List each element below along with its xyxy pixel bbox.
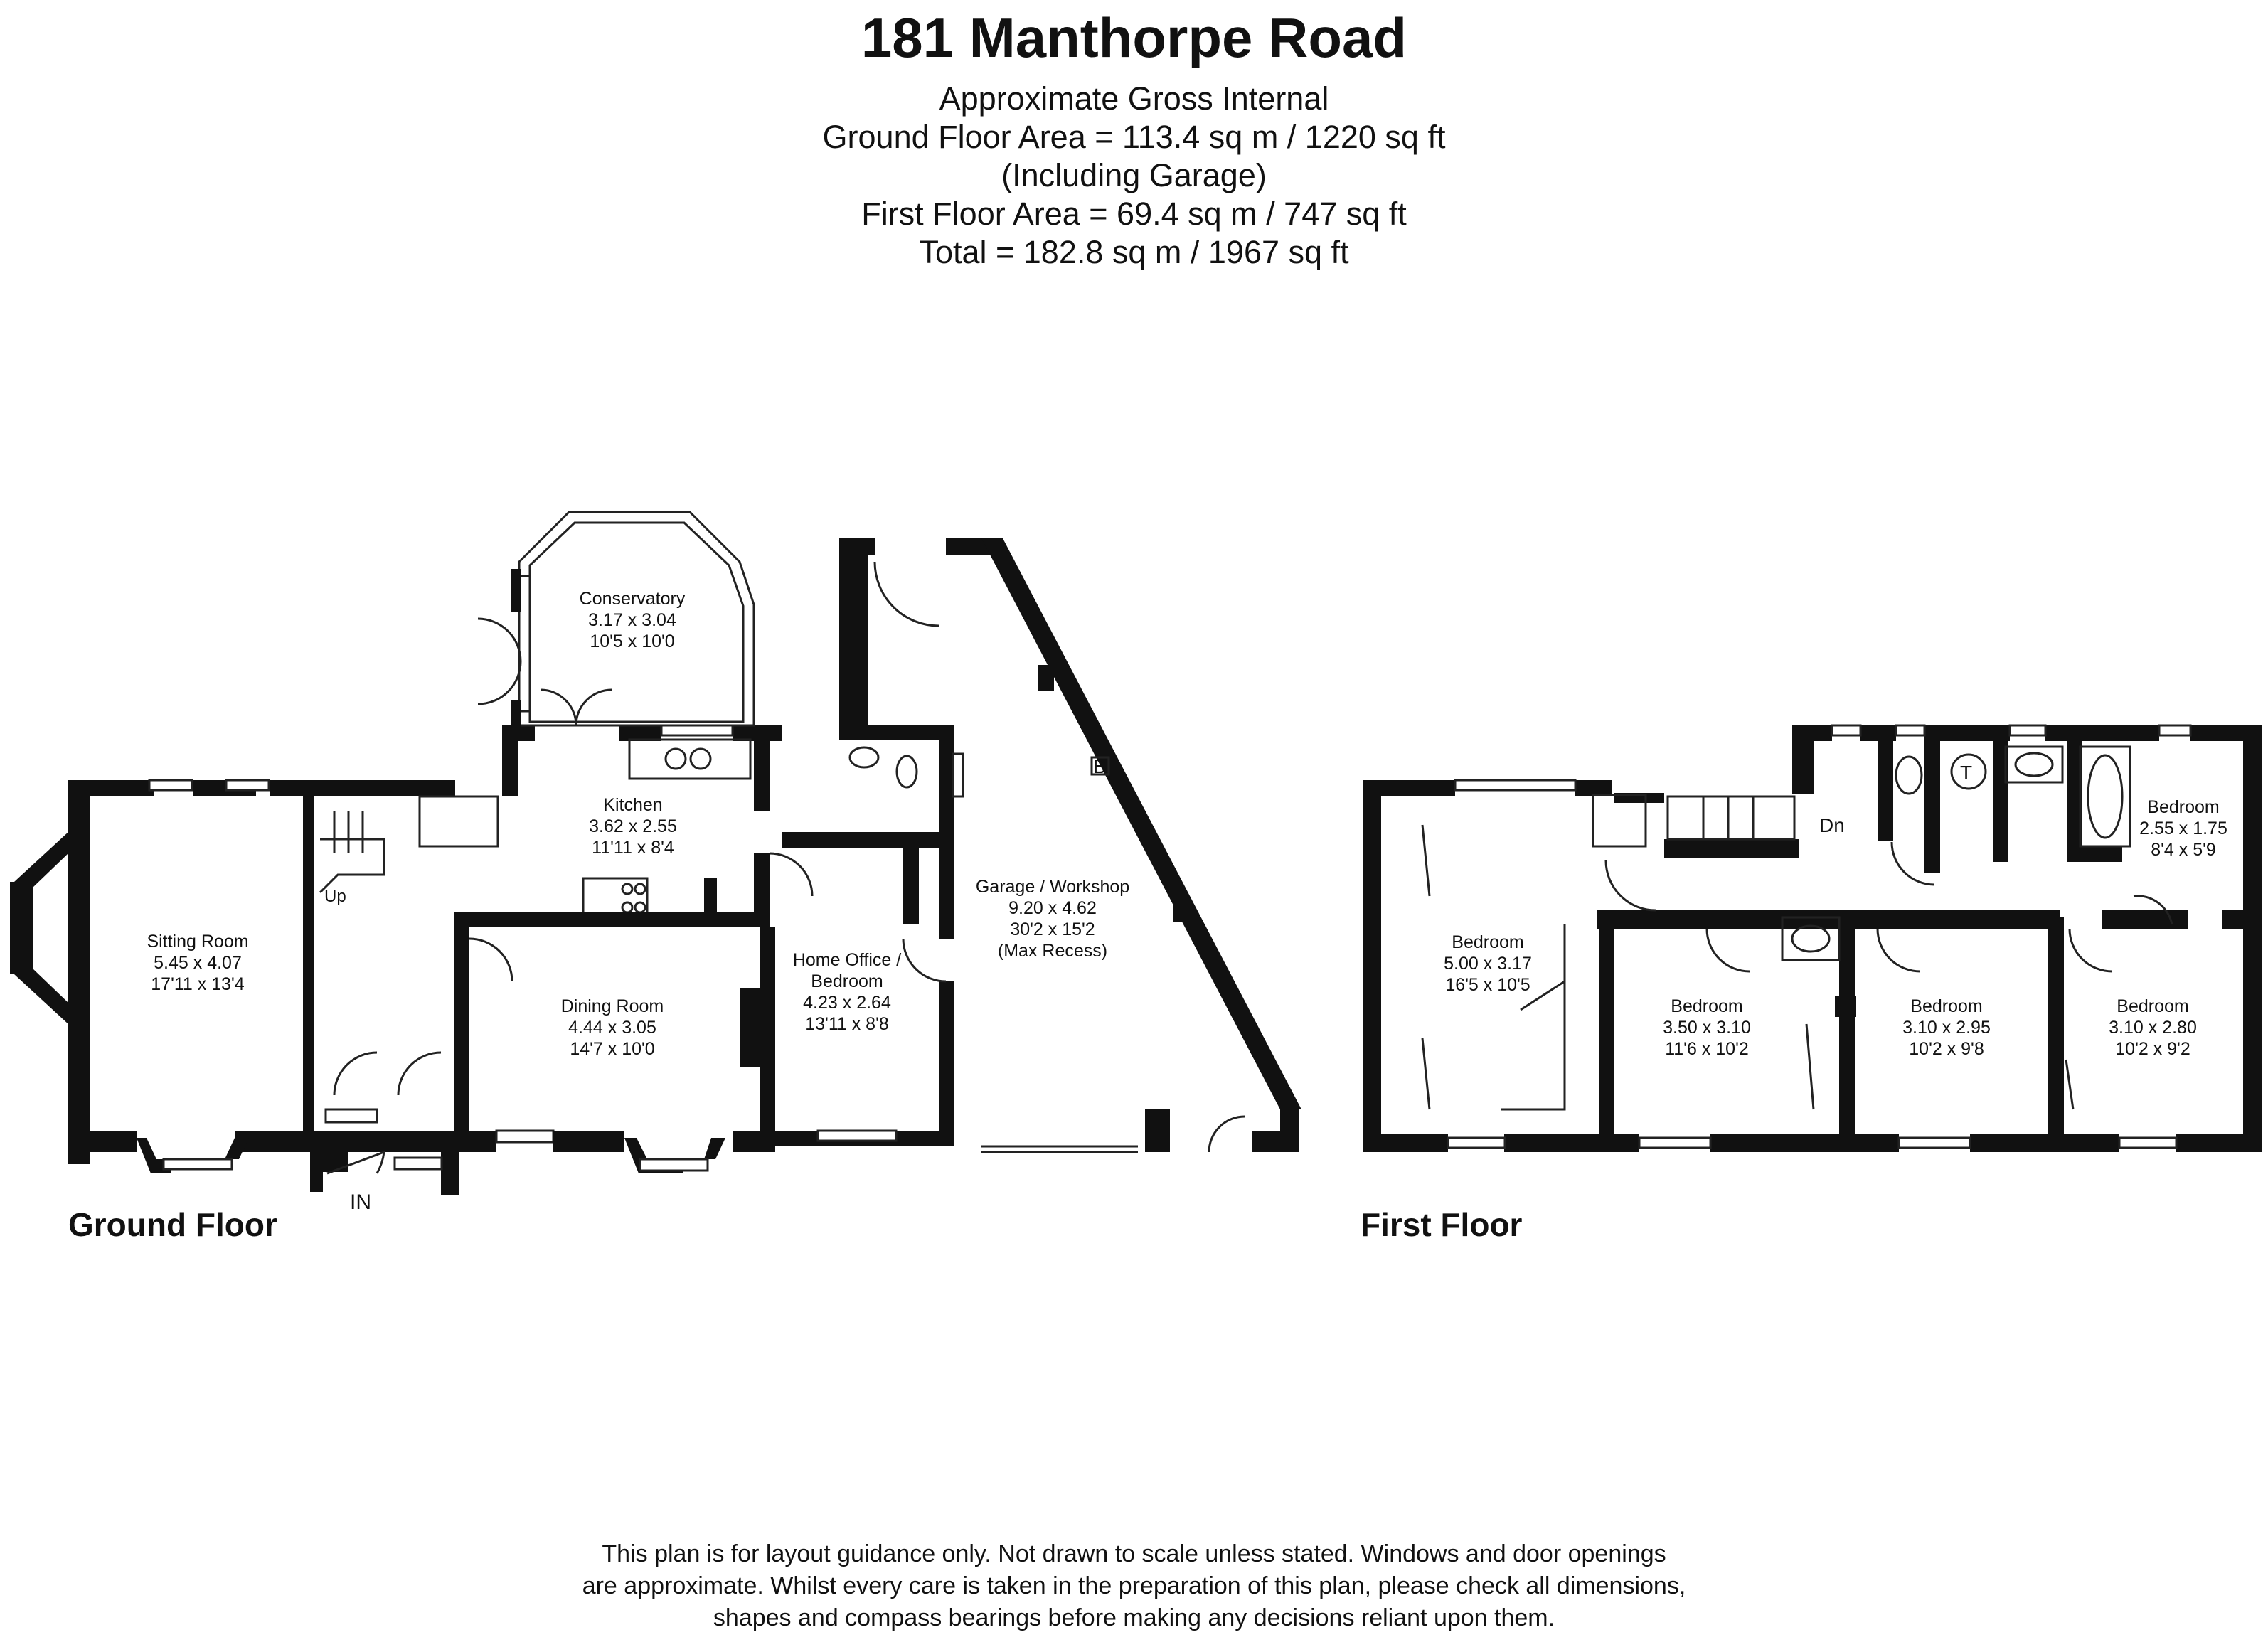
disclaimer-line: shapes and compass bearings before makin…: [713, 1604, 1555, 1631]
tank-label: T: [1960, 762, 1972, 784]
page-title: 181 Manthorpe Road: [861, 6, 1407, 69]
ground-floor-labels: Conservatory 3.17 x 3.04 10'5 x 10'0 Kit…: [147, 589, 1129, 1059]
room-name: Bedroom: [1671, 996, 1742, 1016]
garage-note: (Including Garage): [1001, 157, 1267, 193]
room-imperial: 10'2 x 9'8: [1909, 1039, 1984, 1059]
ground-floor-area: Ground Floor Area = 113.4 sq m / 1220 sq…: [822, 119, 1446, 155]
room-metric: 3.10 x 2.95: [1902, 1018, 1991, 1038]
room-name: Bedroom: [2117, 996, 2188, 1016]
room-imperial: 10'2 x 9'2: [2115, 1039, 2190, 1059]
room-name: Dining Room: [561, 996, 664, 1016]
ground-floor-plan: B IN Up: [10, 511, 1301, 1214]
room-name: Garage / Workshop: [976, 877, 1129, 897]
room-imperial: 13'11 x 8'8: [805, 1014, 889, 1034]
room-metric: 9.20 x 4.62: [1008, 898, 1097, 918]
room-metric: 5.45 x 4.07: [154, 953, 242, 973]
area-subtitle: Approximate Gross Internal: [939, 80, 1329, 117]
stairs-up-label: Up: [324, 887, 346, 906]
room-metric: 3.10 x 2.80: [2109, 1018, 2197, 1038]
room-name: Bedroom: [2147, 797, 2219, 817]
room-name: Home Office /: [793, 950, 901, 970]
total-area: Total = 182.8 sq m / 1967 sq ft: [919, 234, 1349, 270]
disclaimer-line: This plan is for layout guidance only. N…: [602, 1540, 1666, 1567]
room-imperial: 10'5 x 10'0: [590, 632, 674, 651]
disclaimer-line: are approximate. Whilst every care is ta…: [582, 1572, 1686, 1599]
room-name: Bedroom: [1910, 996, 1982, 1016]
room-imperial: 11'11 x 8'4: [592, 838, 674, 858]
room-imperial: 30'2 x 15'2: [1010, 920, 1095, 939]
first-floor-labels: Bedroom 5.00 x 3.17 16'5 x 10'5 Bedroom …: [1444, 797, 2227, 1059]
disclaimer: This plan is for layout guidance only. N…: [0, 1538, 2268, 1634]
room-imperial: 11'6 x 10'2: [1665, 1039, 1749, 1059]
ground-floor-label: Ground Floor: [68, 1206, 277, 1243]
entrance-label: IN: [350, 1190, 371, 1214]
room-metric: 4.23 x 2.64: [803, 993, 891, 1013]
room-imperial: 8'4 x 5'9: [2151, 840, 2216, 860]
first-floor-plan: T Dn: [1363, 724, 2262, 1152]
room-imperial: 16'5 x 10'5: [1445, 975, 1530, 995]
first-floor-area: First Floor Area = 69.4 sq m / 747 sq ft: [861, 196, 1407, 232]
room-metric: 3.17 x 3.04: [588, 610, 676, 630]
room-metric: 3.50 x 3.10: [1663, 1018, 1751, 1038]
stairs-down-label: Dn: [1819, 814, 1845, 836]
room-metric: 3.62 x 2.55: [589, 816, 677, 836]
room-name: Bedroom: [1452, 932, 1523, 952]
room-imperial: 14'7 x 10'0: [570, 1039, 654, 1059]
first-floor-label: First Floor: [1361, 1206, 1523, 1243]
room-name: Sitting Room: [147, 932, 248, 952]
room-name: Kitchen: [603, 795, 662, 815]
room-imperial: 17'11 x 13'4: [151, 974, 245, 994]
room-metric: 2.55 x 1.75: [2139, 819, 2227, 838]
room-name: Conservatory: [580, 589, 686, 609]
room-name-2: Bedroom: [811, 971, 883, 991]
room-note: (Max Recess): [998, 941, 1107, 961]
room-metric: 5.00 x 3.17: [1444, 954, 1532, 974]
boiler-label: B: [1093, 755, 1107, 777]
room-metric: 4.44 x 3.05: [568, 1018, 656, 1038]
